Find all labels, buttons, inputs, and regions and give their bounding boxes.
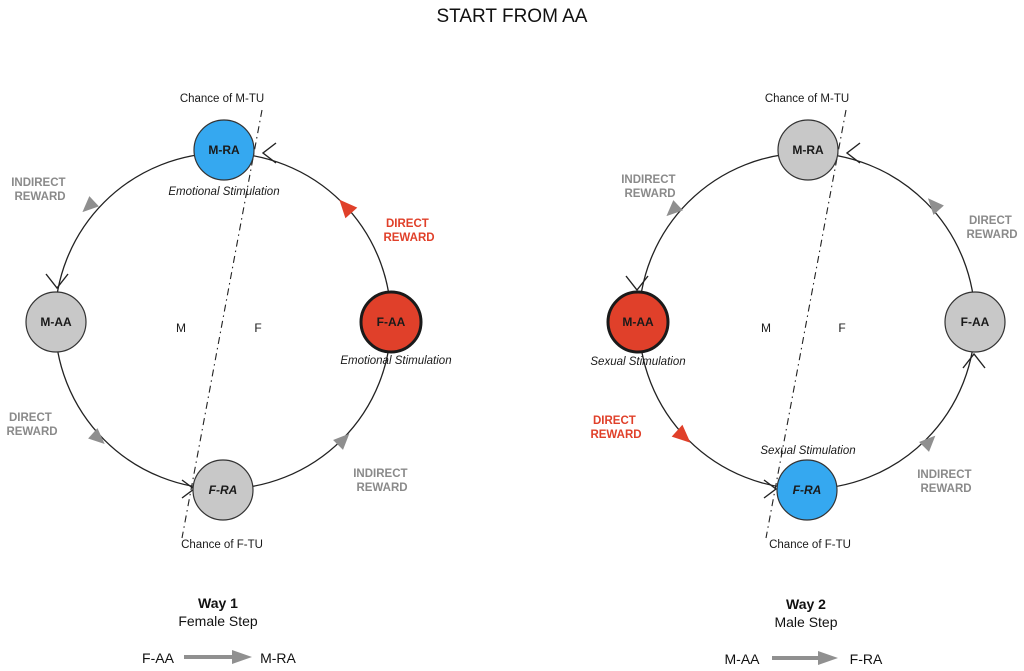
way1-reward-bottom-left-line2: REWARD [6, 426, 57, 438]
way1-chance-bottom: Chance of F-TU [181, 539, 263, 551]
way2-reward-bottom-right-line1: INDIRECT [917, 469, 971, 481]
way2-flow-arrow [772, 651, 838, 665]
diagram-title: START FROM AA [437, 6, 588, 27]
way2-reward-bottom-right: INDIRECT REWARD [917, 469, 975, 495]
way1-reward-top-left-line2: REWARD [14, 191, 65, 203]
way1-open-arrow-bottom [181, 479, 196, 499]
way2-node-m-ra [777, 119, 839, 181]
way2-chance-top: Chance of M-TU [765, 93, 849, 105]
way1-stimulation-right: Emotional Stimulation [340, 355, 451, 367]
way1-grey-arrow-bottom-right [333, 433, 350, 450]
way2-reward-bottom-left-line1: DIRECT [593, 415, 636, 427]
way1-female-side-label: F [254, 321, 261, 335]
way1-grey-arrow-bottom-left [88, 428, 105, 445]
way2-node-m-aa-label: M-AA [622, 315, 654, 329]
way1-reward-bottom-right-line2: REWARD [356, 482, 407, 494]
way2-stimulation-bottom: Sexual Stimulation [760, 445, 855, 457]
way2-reward-bottom-left: DIRECT REWARD [590, 415, 641, 441]
way1-reward-top-left-line1: INDIRECT [11, 177, 65, 189]
way2-grey-arrow-top-right [927, 198, 944, 215]
way2-flow-from: M-AA [725, 651, 761, 667]
way1-flow-from: F-AA [142, 650, 175, 666]
way2-reward-bottom-left-line2: REWARD [590, 429, 641, 441]
way1-reward-bottom-right-line1: INDIRECT [353, 468, 407, 480]
way2-chance-bottom: Chance of F-TU [769, 539, 851, 551]
way2-open-arrow-left [625, 275, 649, 292]
way2-stimulation-left: Sexual Stimulation [590, 356, 685, 368]
way1-cycle: Chance of M-TU Chance of F-TU M F M-RA M… [6, 93, 451, 551]
way2-female-side-label: F [838, 321, 845, 335]
way1-reward-top-right-line2: REWARD [383, 232, 434, 244]
way2-node-f-ra [776, 459, 838, 521]
way1-node-f-ra [192, 459, 254, 521]
way1-reward-top-right-line1: DIRECT [386, 218, 429, 230]
way1-reward-bottom-left-line1: DIRECT [9, 412, 52, 424]
way1-reward-bottom-right: INDIRECT REWARD [353, 468, 411, 494]
way2-divider-line [765, 109, 847, 539]
way1-red-arrow [339, 199, 358, 219]
way2-reward-top-left-line1: INDIRECT [621, 174, 675, 186]
way1-reward-top-right: DIRECT REWARD [383, 218, 434, 244]
way1-divider-line [181, 109, 263, 539]
way1-open-arrow-left [45, 273, 69, 290]
way2-grey-arrow-top-left [666, 200, 683, 217]
way1-flow-to: M-RA [260, 650, 296, 666]
way1-node-m-aa-label: M-AA [40, 315, 72, 329]
way2-node-m-aa [606, 290, 670, 354]
way2-open-arrow-top [845, 142, 861, 164]
way1-node-m-ra [193, 119, 255, 181]
way2-flow-to: F-RA [850, 651, 883, 667]
way2-reward-top-left-line2: REWARD [624, 188, 675, 200]
way2-node-f-ra-label: F-RA [793, 483, 822, 497]
way2-title: Way 2 [786, 596, 826, 612]
way2-node-m-ra-label: M-RA [792, 143, 824, 157]
way2-subtitle: Male Step [774, 614, 837, 630]
way1-node-m-aa [25, 291, 87, 353]
way1-reward-top-left: INDIRECT REWARD [11, 177, 69, 203]
way2-reward-top-left: INDIRECT REWARD [621, 174, 679, 200]
way2-node-f-aa [944, 291, 1006, 353]
way1-node-f-aa-label: F-AA [377, 315, 406, 329]
way1-subtitle: Female Step [178, 613, 258, 629]
way1-grey-arrow-top-left [82, 196, 99, 213]
way1-node-f-ra-label: F-RA [209, 483, 238, 497]
way2-open-arrow-bottom [763, 479, 778, 499]
way1-reward-bottom-left: DIRECT REWARD [6, 412, 57, 438]
way2-open-arrow-right [962, 352, 986, 369]
way2-male-side-label: M [761, 321, 771, 335]
way2-node-f-aa-label: F-AA [961, 315, 990, 329]
way1-chance-top: Chance of M-TU [180, 93, 264, 105]
way2-grey-arrow-bottom-right [919, 435, 936, 452]
way2-reward-bottom-right-line2: REWARD [920, 483, 971, 495]
way2-red-arrow [671, 424, 691, 443]
way2-reward-top-right: DIRECT REWARD [966, 215, 1017, 241]
way1-stimulation-top: Emotional Stimulation [168, 186, 279, 198]
way2-reward-top-right-line1: DIRECT [969, 215, 1012, 227]
way1-node-m-ra-label: M-RA [208, 143, 240, 157]
way2-reward-top-right-line2: REWARD [966, 229, 1017, 241]
way1-male-side-label: M [176, 321, 186, 335]
way1-flow-arrow [184, 650, 252, 664]
way1-node-f-aa [359, 290, 423, 354]
way2-cycle: Chance of M-TU Chance of F-TU M F M-RA M… [590, 93, 1017, 551]
way1-title: Way 1 [198, 595, 238, 611]
way1-open-arrow-top [261, 142, 277, 164]
